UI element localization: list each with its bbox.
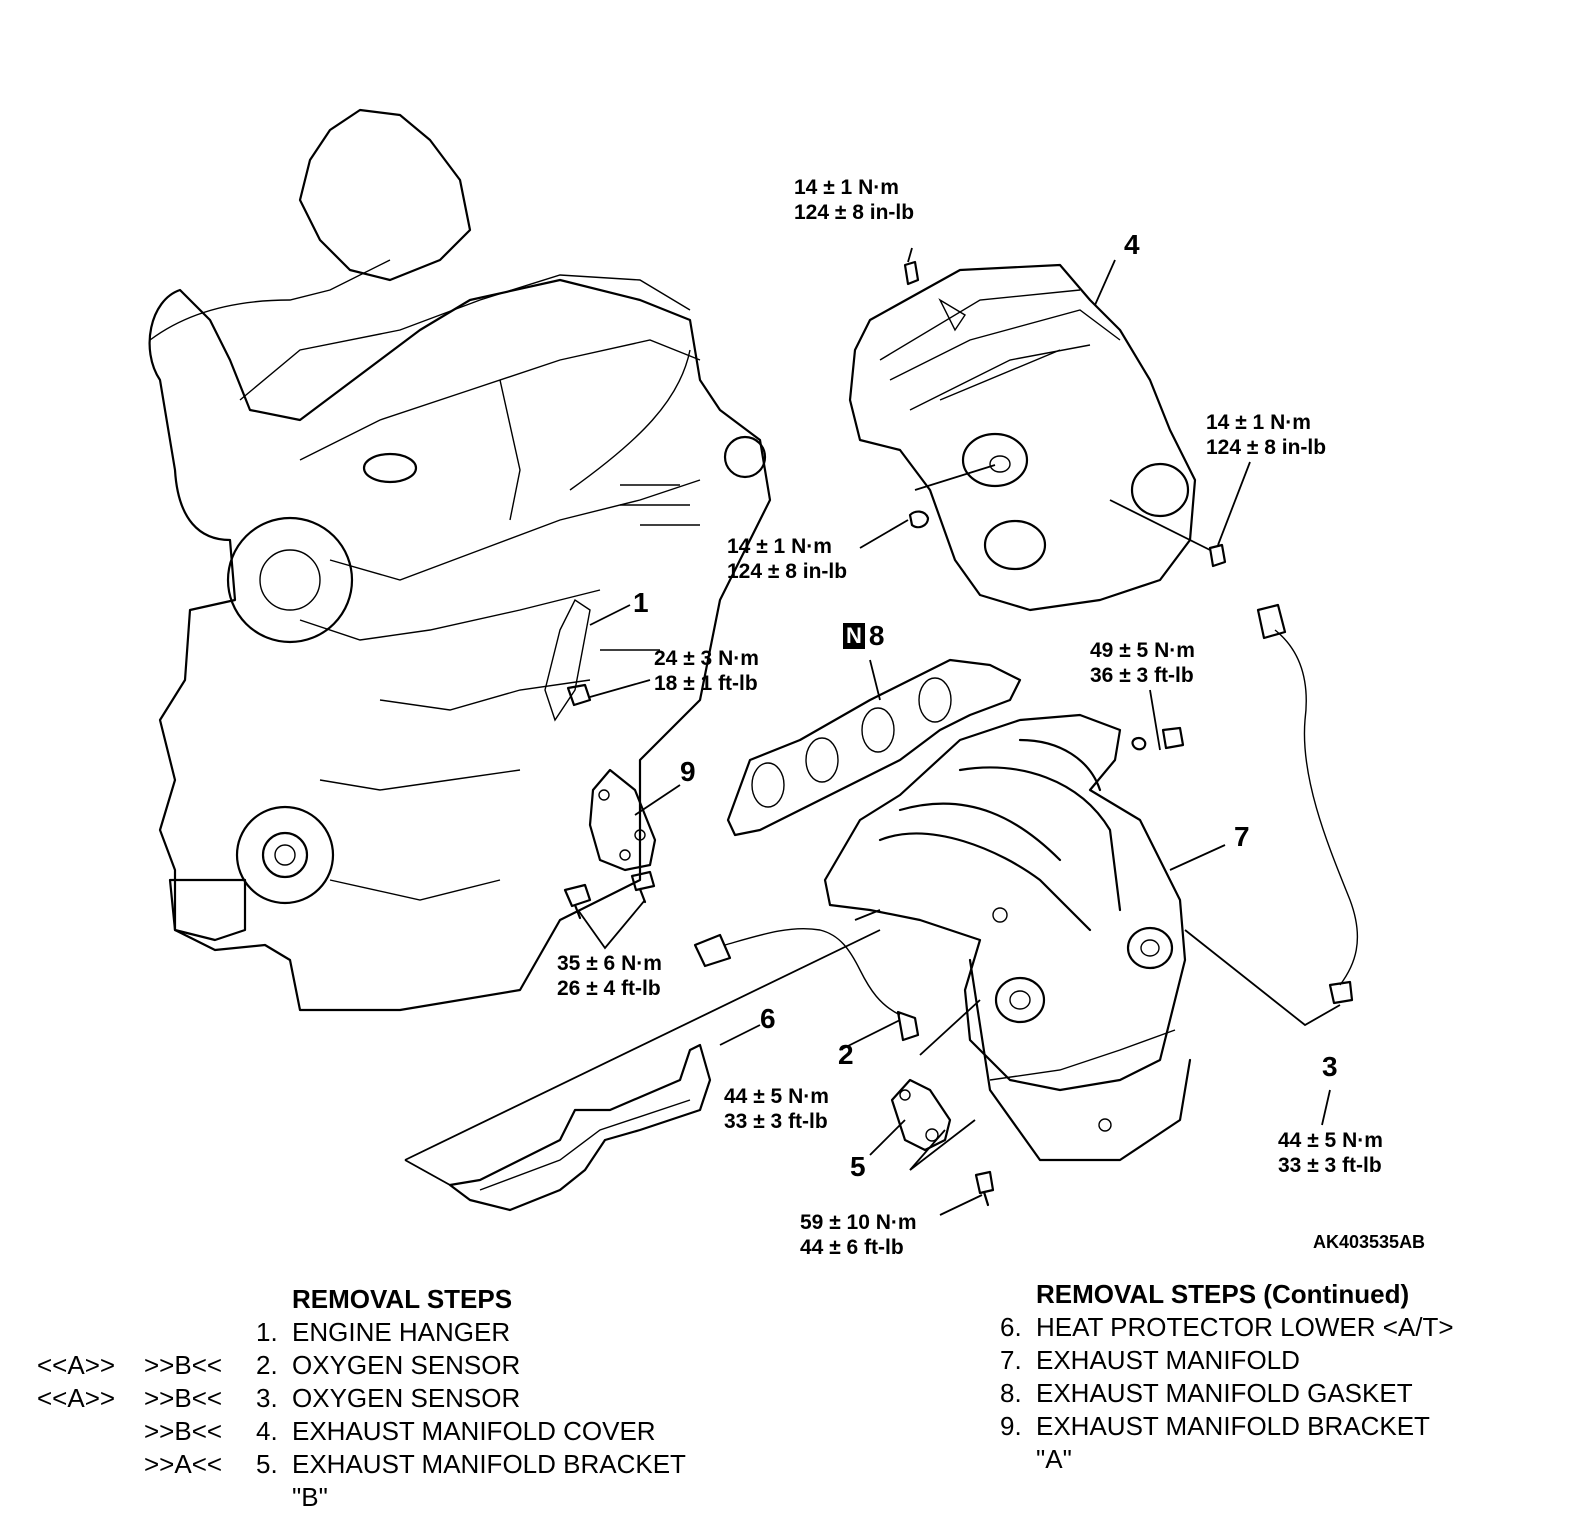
callout-7: 7	[1234, 821, 1250, 852]
removal-step: >>B<< 4. EXHAUST MANIFOLD COVER	[144, 1416, 656, 1446]
callout-4: 4	[1124, 229, 1140, 260]
removal-step-5-continuation: "B"	[292, 1482, 328, 1512]
manifold-7-drawing	[823, 689, 1226, 1162]
removal-step-9-continuation: "A"	[1036, 1444, 1072, 1474]
figure-code: AK403535AB	[1313, 1232, 1426, 1252]
heat-protector-6-drawing	[404, 929, 881, 1212]
removal-steps-title: REMOVAL STEPS	[292, 1284, 513, 1314]
oxygen-sensor-2-drawing	[693, 909, 981, 1056]
non-reusable-badge: N	[843, 623, 865, 649]
oxygen-sensor-3-drawing	[1184, 603, 1358, 1126]
removal-step: <<A>> >>B<< 2. OXYGEN SENSOR	[37, 1350, 521, 1380]
callout-6: 6	[760, 1003, 776, 1034]
callout-3: 3	[1322, 1051, 1338, 1082]
bracket-9-drawing	[563, 768, 681, 950]
gasket-8-drawing	[726, 658, 1022, 837]
manifold-cover-4-drawing	[848, 247, 1251, 612]
removal-step: 9. EXHAUST MANIFOLD BRACKET	[1000, 1411, 1430, 1441]
removal-step: >>A<< 5. EXHAUST MANIFOLD BRACKET	[144, 1449, 686, 1479]
removal-steps-continued-title: REMOVAL STEPS (Continued)	[1036, 1279, 1410, 1309]
removal-steps-continued-list: REMOVAL STEPS (Continued) 6. HEAT PROTEC…	[990, 1278, 1550, 1476]
engine-block-drawing	[148, 108, 772, 1012]
callout-9: 9	[680, 756, 696, 787]
callout-5: 5	[850, 1151, 866, 1182]
removal-step: <<A>> >>B<< 3. OXYGEN SENSOR	[37, 1383, 521, 1413]
bracket-5-drawing	[869, 1078, 995, 1216]
callout-1: 1	[633, 587, 649, 618]
callout-2: 2	[838, 1039, 854, 1070]
removal-step: 7. EXHAUST MANIFOLD	[1000, 1345, 1300, 1375]
removal-steps-list: REMOVAL STEPS 1. ENGINE HANGER <<A>> >>B…	[0, 1283, 760, 1514]
removal-step: 1. ENGINE HANGER	[256, 1317, 511, 1347]
removal-step: 6. HEAT PROTECTOR LOWER <A/T>	[1000, 1312, 1454, 1342]
hanger-1-drawing	[566, 604, 651, 707]
removal-step: 8. EXHAUST MANIFOLD GASKET	[1000, 1378, 1413, 1408]
